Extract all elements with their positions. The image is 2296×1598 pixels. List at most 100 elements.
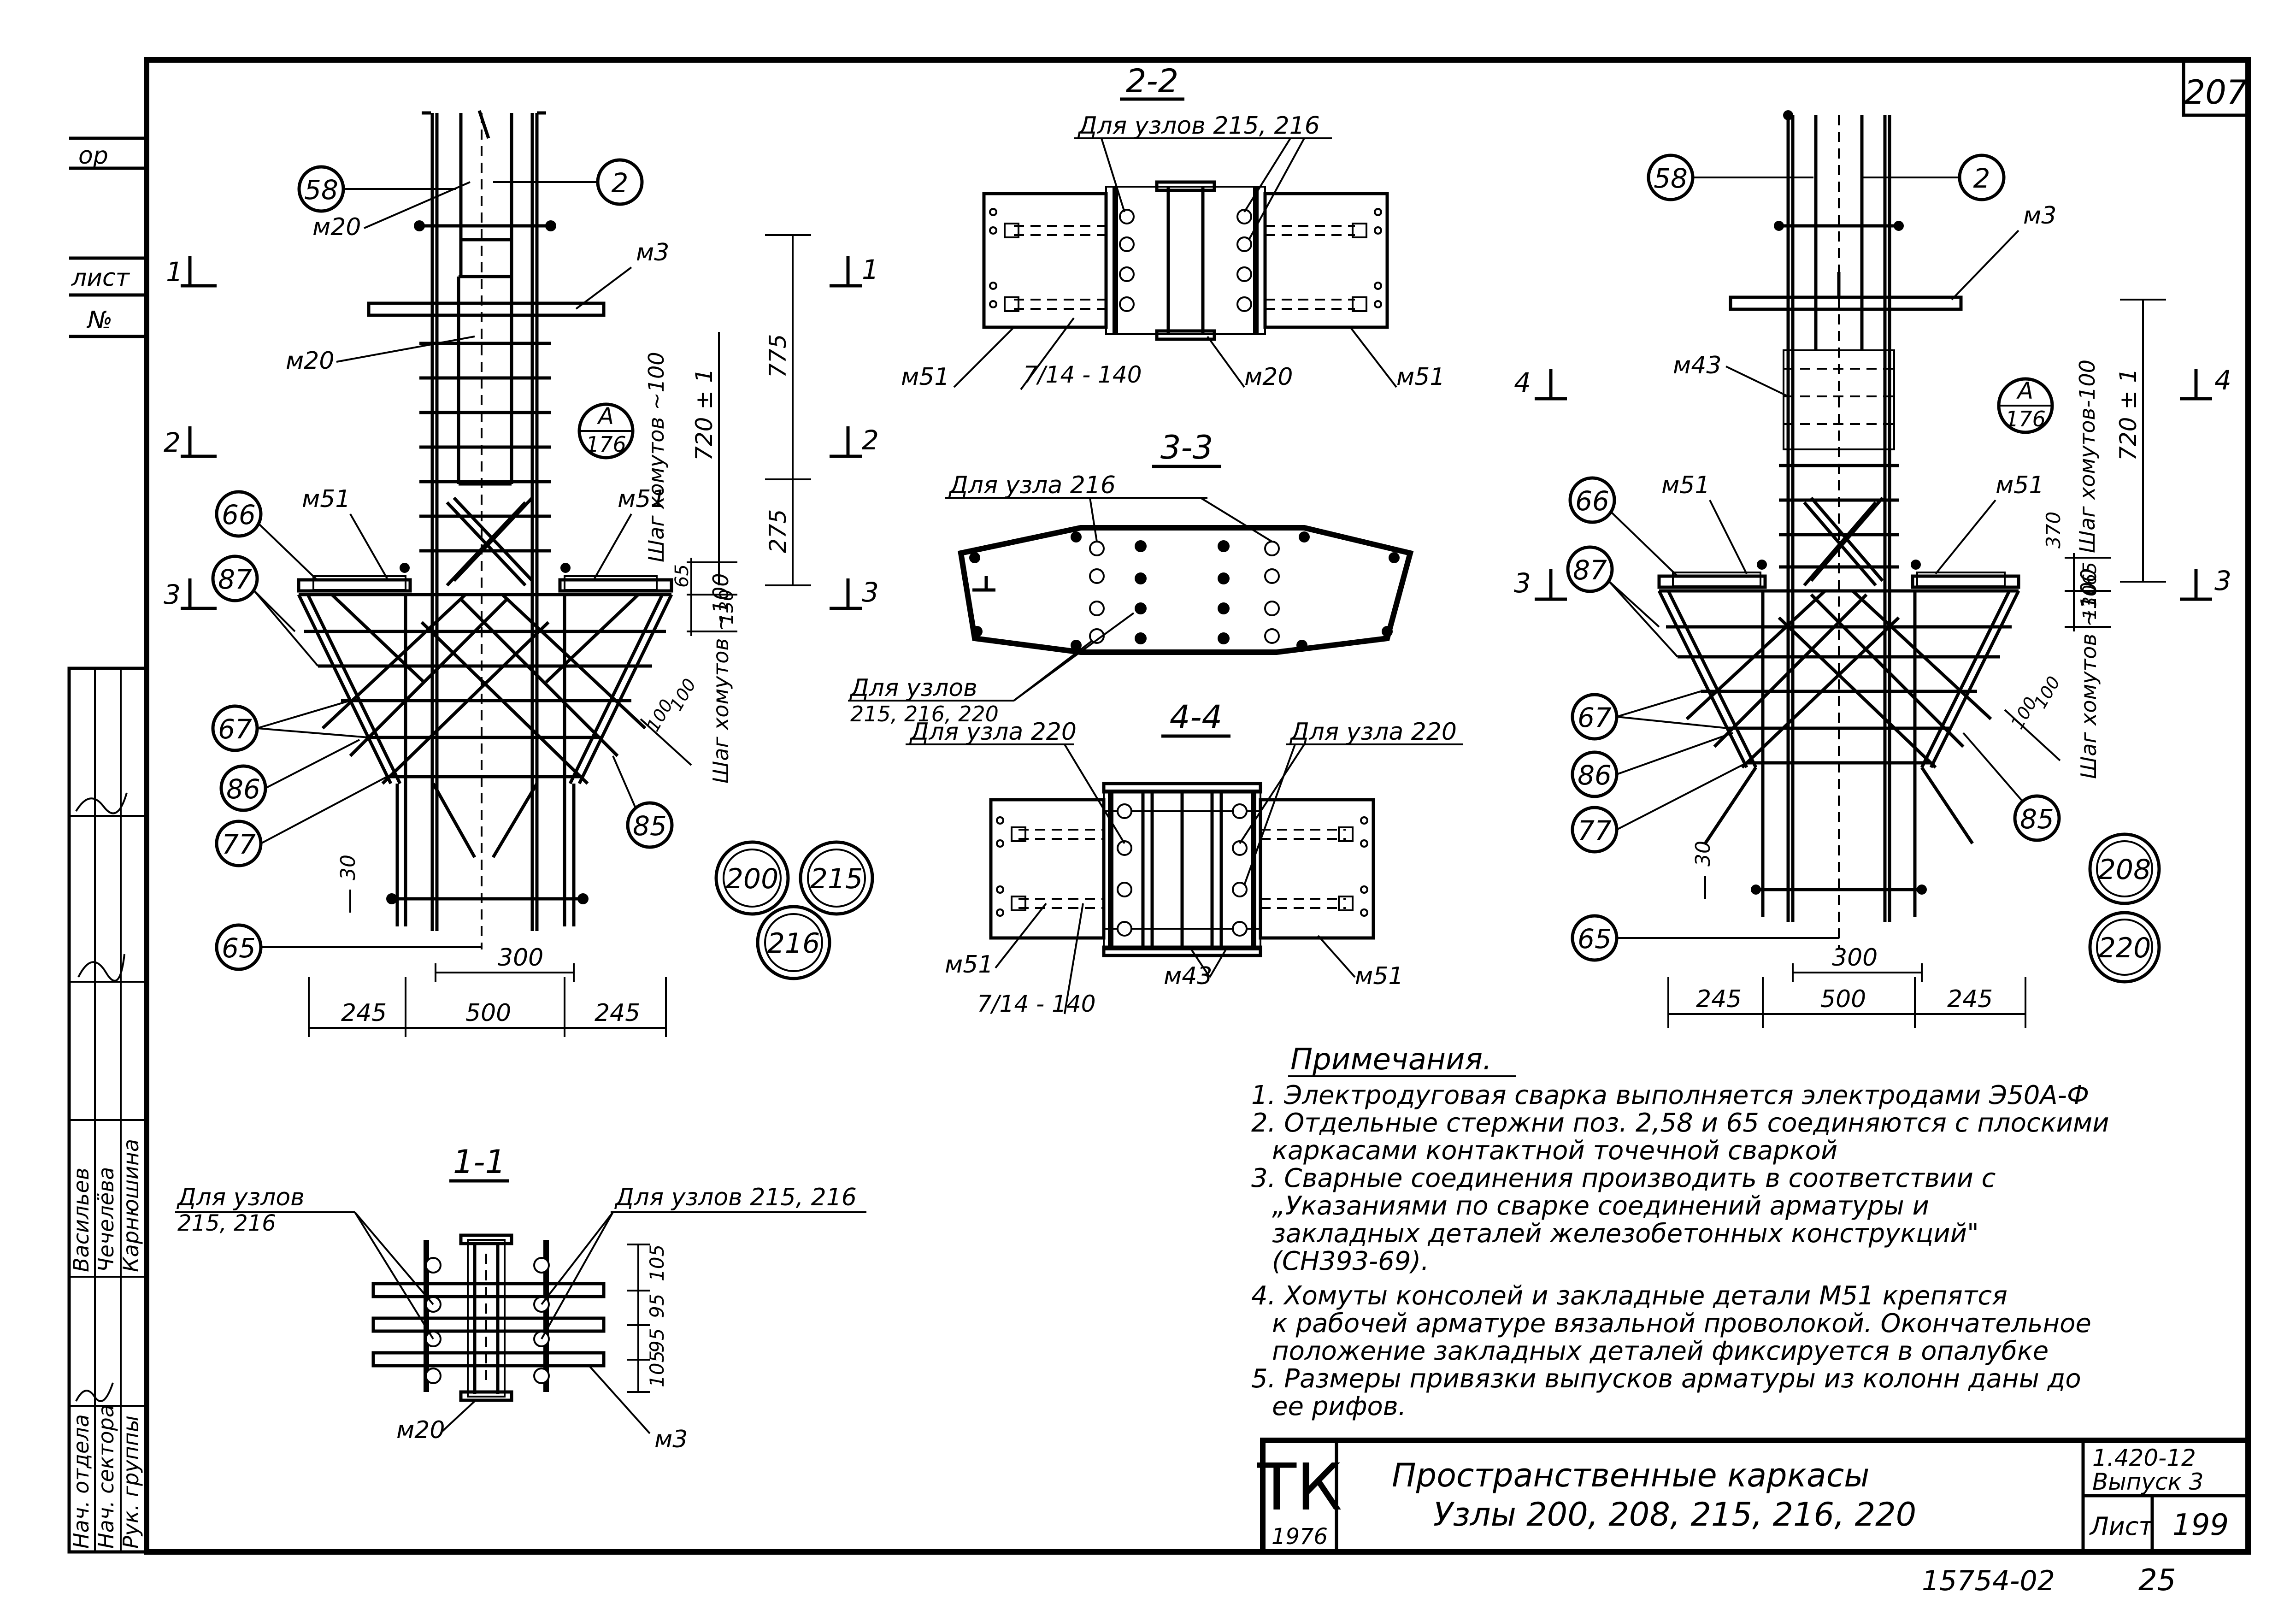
lv-dim-step-lower: Шаг хомутов ~100 <box>708 573 733 784</box>
rv-pos-2: 2 <box>1973 163 1990 194</box>
s33-title: 3-3 <box>1160 429 1213 466</box>
tb-sheet-label: Лист <box>2089 1512 2154 1541</box>
lv-dim-720: 720 ± 1 <box>691 368 718 461</box>
lv-mark-m20-top: м20 <box>312 213 361 241</box>
rv-dim-step-lower: Шаг хомутов ~100 <box>2076 569 2101 779</box>
left-elevation-view <box>297 110 673 949</box>
bottom-page: 25 <box>2138 1563 2176 1598</box>
note-line-6: закладных деталей железобетонных констру… <box>1272 1219 1979 1249</box>
left-node-ids: 200 215 216 <box>714 840 874 980</box>
note-line-1: 1. Электродуговая сварка выполняется эле… <box>1251 1080 2089 1110</box>
stamp-role-3: Нач. отдела <box>69 1414 94 1549</box>
note-line-4: 3. Сварные соединения производить в соот… <box>1251 1163 1996 1193</box>
rv-callout-letter: А <box>2016 377 2033 404</box>
note-line-10: положение закладных деталей фиксируется … <box>1272 1336 2049 1366</box>
rv-dim-500: 500 <box>1820 985 1866 1013</box>
s11-dim-105b: 105 <box>646 1350 668 1387</box>
tb-org: ТК <box>1257 1450 1342 1525</box>
s44-mark-m51-right: м51 <box>1355 962 1403 990</box>
s44-weld: 7/14 - 140 <box>977 991 1096 1017</box>
note-line-8: 4. Хомуты консолей и закладные детали М5… <box>1251 1281 2008 1311</box>
note-line-3: каркасами контактной точечной сваркой <box>1272 1136 1837 1166</box>
lv-dim-step-upper: Шаг хомутов ~100 <box>644 352 669 562</box>
rv-mark-m51-left: м51 <box>1661 472 1710 499</box>
tb-issue: Выпуск 3 <box>2092 1468 2203 1495</box>
s44-note-right: Для узла 220 <box>1289 718 1457 746</box>
notes-block: Примечания. 1. Электродуговая сварка вып… <box>1251 1043 2109 1421</box>
stamp-name-2: Чечелёва <box>94 1167 118 1272</box>
lv-callout-letter: А <box>597 403 614 430</box>
rv-dim-245a: 245 <box>1696 985 1742 1013</box>
rv-mark-m3: м3 <box>2023 202 2056 230</box>
note-line-7: (СН393-69). <box>1272 1246 1429 1276</box>
rv-dim-65: 65 <box>2079 562 2101 585</box>
rv-pos-87: 87 <box>1573 554 1607 586</box>
lv-mark-m3: м3 <box>636 239 669 266</box>
s44-title: 4-4 <box>1170 698 1222 736</box>
s33-note-bottom-1: Для узлов <box>849 674 977 702</box>
rv-dim-step-upper: Шаг хомутов-100 <box>2075 360 2100 553</box>
node-215: 215 <box>810 863 863 895</box>
s11-mark-m20: м20 <box>396 1416 445 1444</box>
rv-dim-30: 30 <box>1691 841 1715 867</box>
rv-pos-85: 85 <box>2020 803 2054 835</box>
lv-pos-87: 87 <box>218 564 252 595</box>
s11-dim-95b: 95 <box>646 1328 668 1353</box>
rv-mark-m43: м43 <box>1673 352 1721 379</box>
rv-sec-4-right: 4 <box>2214 365 2231 396</box>
s11-dim-105a: 105 <box>646 1244 668 1281</box>
rv-mark-m51-right: м51 <box>1996 472 2044 499</box>
s11-dim-95a: 95 <box>646 1294 668 1318</box>
rv-sec-4-left: 4 <box>1514 367 1531 398</box>
rv-sec-3-right: 3 <box>2214 565 2231 596</box>
rv-pos-77: 77 <box>1578 815 1612 846</box>
lv-sec-2-left: 2 <box>164 427 181 458</box>
left-view-dimensions: 775 275 720 ± 1 Шаг хомутов ~100 65 130 … <box>308 234 811 1037</box>
s33-note-top: Для узла 216 <box>948 472 1116 499</box>
lv-sec-1-left: 1 <box>166 256 183 288</box>
title-block: ТК 1976 Пространственные каркасы Узлы 20… <box>1257 1438 2251 1555</box>
right-view-dimensions: 720 ± 1 Шаг хомутов-100 370 65 130 Шаг х… <box>1667 299 2166 1028</box>
lv-pos-85: 85 <box>633 810 667 842</box>
rv-pos-65: 65 <box>1578 923 1612 955</box>
lv-mark-m51-right: м51 <box>618 485 666 513</box>
lv-callout-sheet: 176 <box>586 432 626 457</box>
tb-title-line2: Узлы 200, 208, 215, 216, 220 <box>1433 1496 1916 1533</box>
lv-pos-67: 67 <box>218 713 252 745</box>
lv-mark-m51-left: м51 <box>302 485 350 513</box>
section-1-1: 1-1 Для узлов 215, 216 Для узлов 215, 21… <box>175 1143 866 1453</box>
lv-sec-1-right: 1 <box>862 254 879 285</box>
s22-mark-m51-right: м51 <box>1396 363 1445 391</box>
s11-note-left-2: 215, 216 <box>177 1210 276 1236</box>
lv-sec-3-left: 3 <box>164 579 181 610</box>
right-view-callouts: 58 2 66 87 67 86 77 65 85 А 176 м3 м43 м… <box>1566 153 2061 962</box>
rv-dim-370: 370 <box>2042 512 2065 548</box>
note-line-2: 2. Отдельные стержни поз. 2,58 и 65 соед… <box>1251 1108 2109 1138</box>
lv-pos-65: 65 <box>222 932 256 964</box>
s22-title: 2-2 <box>1126 62 1178 100</box>
lv-sec-3-right: 3 <box>862 577 879 608</box>
node-216: 216 <box>767 927 820 960</box>
lv-dim-275: 275 <box>765 509 791 553</box>
rv-dim-130: 130 <box>2079 585 2101 620</box>
tb-year: 1976 <box>1272 1524 1328 1550</box>
s22-mark-m20: м20 <box>1244 363 1293 391</box>
node-220: 220 <box>2098 932 2151 964</box>
right-view-section-marks: 4 4 3 3 <box>1514 365 2231 601</box>
stamp-role-1: Рук. группы <box>118 1415 143 1549</box>
s22-note: Для узлов 215, 216 <box>1077 112 1320 140</box>
s11-title: 1-1 <box>453 1143 506 1181</box>
lv-dim-65: 65 <box>671 564 693 588</box>
lv-pos-77: 77 <box>222 829 256 860</box>
right-node-ids: 208 220 <box>2088 832 2161 984</box>
s11-note-left-1: Для узлов <box>177 1184 305 1211</box>
rv-callout-sheet: 176 <box>2005 407 2046 431</box>
strip-label-1: ор <box>78 142 108 170</box>
stamp-role-2: Нач. сектора <box>94 1404 118 1549</box>
lv-dim-130: 130 <box>716 590 737 625</box>
rv-sec-3-left: 3 <box>1514 567 1531 599</box>
lv-pos-58: 58 <box>304 174 338 206</box>
lv-pos-2: 2 <box>612 167 629 199</box>
s11-note-right: Для узлов 215, 216 <box>614 1184 857 1211</box>
note-line-5: „Указаниями по сварке соединений арматур… <box>1272 1191 1929 1221</box>
